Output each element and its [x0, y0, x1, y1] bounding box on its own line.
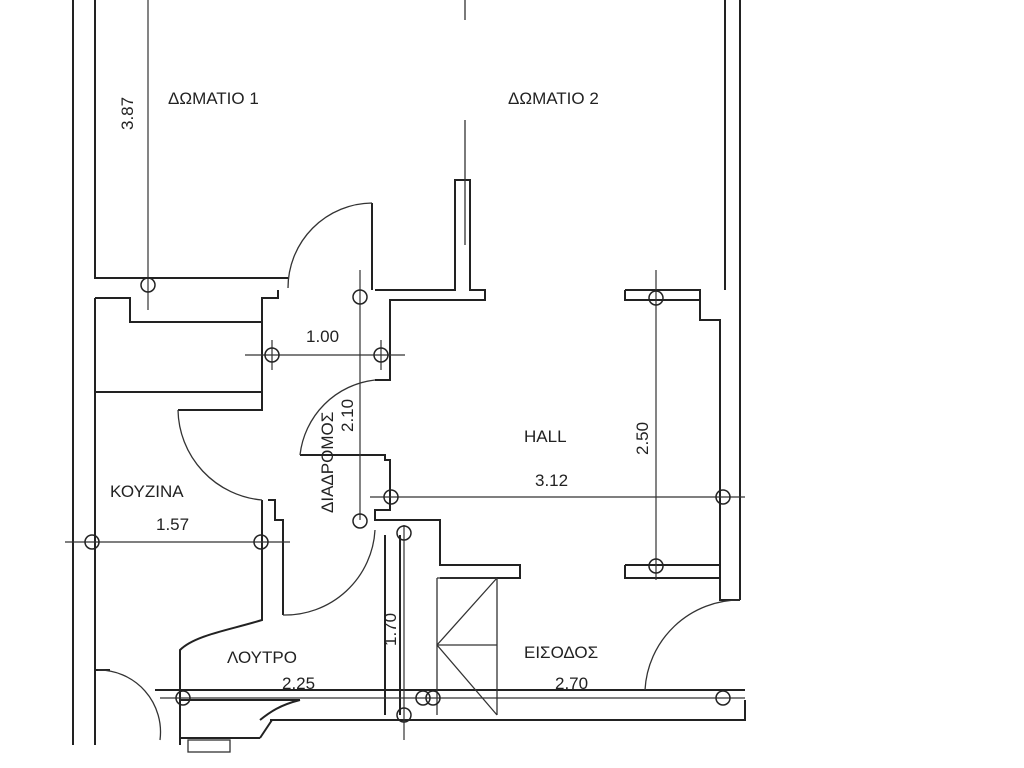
dim-corridor-width: 1.00: [306, 327, 339, 346]
room-label-room1: ΔΩΜΑΤΙΟ 1: [168, 89, 259, 108]
dimension-lines: [65, 0, 745, 740]
dim-bathroom-height: 1.70: [381, 613, 400, 646]
dim-entrance-width: 2.70: [555, 674, 588, 693]
stairs: [436, 577, 498, 716]
dim-bathroom-width: 2.25: [282, 674, 315, 693]
dimension-markers: [84, 277, 731, 723]
room-label-hall: HALL: [524, 427, 567, 446]
doors: [97, 202, 741, 741]
dim-corridor-length: 2.10: [338, 399, 357, 432]
door-kitchen: [177, 409, 263, 501]
door-entrance: [644, 599, 741, 691]
dim-hall-height: 2.50: [633, 422, 652, 455]
walls: [72, 0, 746, 753]
door-corridor: [299, 379, 376, 456]
room-label-room2: ΔΩΜΑΤΙΟ 2: [508, 89, 599, 108]
room-label-bathroom: ΛΟΥΤΡΟ: [227, 648, 297, 667]
room-label-kitchen: ΚΟΥΖΙΝΑ: [110, 482, 184, 501]
room-label-entrance: ΕΙΣΟΔΟΣ: [524, 643, 598, 662]
dim-room1-height: 3.87: [118, 97, 137, 130]
dim-kitchen-width: 1.57: [156, 515, 189, 534]
room-label-corridor: ΔΙΑΔΡΟΜΟΣ: [318, 412, 337, 513]
door-exterior: [97, 669, 162, 741]
door-bathroom: [282, 529, 376, 616]
door-room1: [287, 202, 373, 289]
dim-hall-width: 3.12: [535, 471, 568, 490]
